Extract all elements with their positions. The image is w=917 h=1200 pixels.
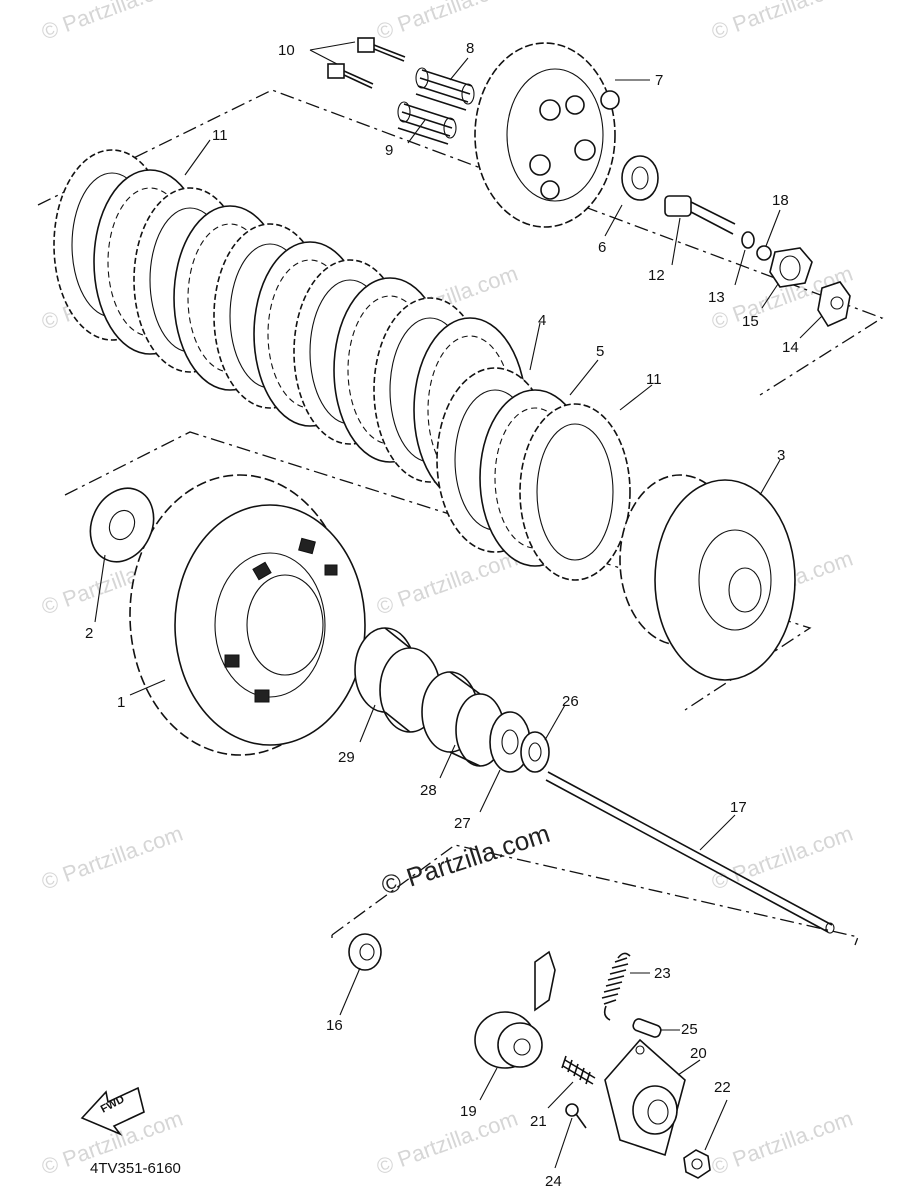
callouts: 10 8 9 7 11 6 12 13 18 15 14 4 5 11 3 2 … (85, 40, 799, 1190)
watermark-text: © Partzilla.com (708, 1106, 856, 1180)
callout-24: 24 (545, 1173, 562, 1190)
watermark-text: © Partzilla.com (373, 0, 521, 45)
callout-5: 5 (596, 343, 604, 360)
clutch-boss (619, 474, 796, 681)
callout-25: 25 (681, 1021, 698, 1038)
clutch-plate-stack (53, 149, 631, 581)
callout-15: 15 (742, 313, 759, 330)
adjusting-screw (561, 1055, 596, 1085)
callout-1: 1 (117, 694, 125, 711)
watermark-text: © Partzilla.com (373, 1106, 521, 1180)
nut-small (683, 1149, 711, 1179)
callout-7: 7 (655, 72, 663, 89)
callout-17: 17 (730, 799, 747, 816)
push-rod-long (545, 771, 835, 934)
callout-20: 20 (690, 1045, 707, 1062)
callout-29: 29 (338, 749, 355, 766)
pressure-plate (474, 42, 620, 228)
push-lever-shaft (474, 950, 556, 1069)
callout-27: 27 (454, 815, 471, 832)
push-lever-cover (604, 1038, 686, 1157)
callout-3: 3 (777, 447, 785, 464)
thrust-washer (89, 487, 155, 563)
ball (756, 245, 772, 261)
lock-washer (817, 281, 851, 328)
nut (769, 247, 813, 288)
callout-22: 22 (714, 1079, 731, 1096)
watermark-text: © Partzilla.com (708, 0, 856, 45)
return-spring (601, 952, 631, 1021)
bolt (357, 37, 406, 62)
primary-driven-gear (129, 474, 366, 756)
friction-plate-11 (519, 403, 631, 581)
oil-seal (348, 933, 382, 971)
diagram-code: 4TV351-6160 (90, 1160, 181, 1177)
watermark-text: © Partzilla.com (38, 0, 186, 45)
callout-23: 23 (654, 965, 671, 982)
fwd-arrow-icon: FWD (80, 1086, 145, 1136)
callout-11b: 11 (646, 371, 662, 388)
clutch-spring (397, 101, 457, 145)
callout-19: 19 (460, 1103, 477, 1120)
callout-10: 10 (278, 42, 295, 59)
callout-13: 13 (708, 289, 725, 306)
callout-26: 26 (562, 693, 579, 710)
bolt (327, 63, 374, 89)
callout-12: 12 (648, 267, 665, 284)
callout-2: 2 (85, 625, 93, 642)
callout-18: 18 (772, 192, 789, 209)
callout-9: 9 (385, 142, 393, 159)
clutch-spring (415, 67, 475, 111)
pin (632, 1018, 662, 1038)
leader-lines (94, 41, 823, 1169)
callout-11: 11 (212, 127, 228, 144)
watermark-text: © Partzilla.com (708, 821, 856, 895)
o-ring (741, 231, 755, 249)
push-rod (664, 195, 736, 235)
screw (565, 1103, 587, 1129)
callout-21: 21 (530, 1113, 547, 1130)
callout-28: 28 (420, 782, 437, 799)
callout-6: 6 (598, 239, 606, 256)
watermark-text: © Partzilla.com (38, 821, 186, 895)
callout-4: 4 (538, 312, 546, 329)
watermark-text: © Partzilla.com (373, 546, 521, 620)
callout-16: 16 (326, 1017, 343, 1034)
bearing (621, 155, 659, 201)
callout-8: 8 (466, 40, 474, 57)
callout-14: 14 (782, 339, 799, 356)
collar (520, 731, 550, 773)
